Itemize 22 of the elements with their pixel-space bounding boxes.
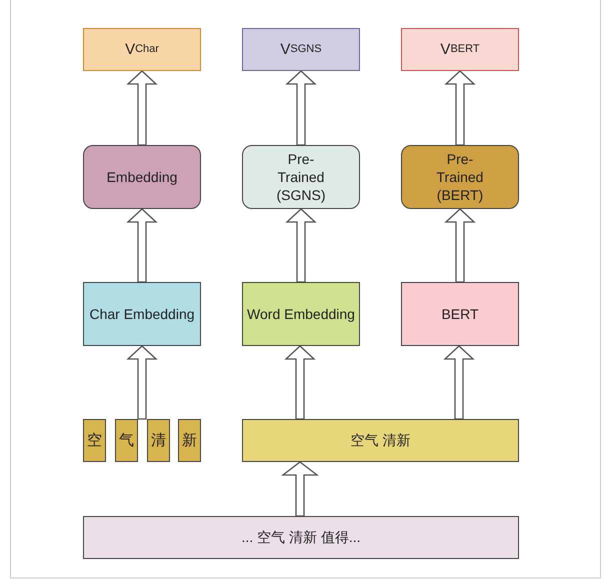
embedding-box: BERT <box>401 282 519 346</box>
block-arrow <box>126 208 158 283</box>
character-box: 新 <box>178 419 201 462</box>
block-arrow <box>285 208 317 283</box>
block-arrow <box>444 70 476 146</box>
block-arrow <box>126 70 158 146</box>
word-box: 空气 清新 <box>242 419 519 462</box>
character-box: 空 <box>83 419 106 462</box>
model-box: Pre-Trained (SGNS) <box>242 145 360 209</box>
block-arrow <box>443 345 475 420</box>
character-box: 清 <box>147 419 170 462</box>
sentence-box: ... 空气 清新 值得... <box>83 516 519 559</box>
embedding-box: Char Embedding <box>83 282 201 346</box>
block-arrow <box>126 345 158 420</box>
block-arrow <box>444 208 476 283</box>
embedding-box: Word Embedding <box>242 282 360 346</box>
character-box: 气 <box>115 419 138 462</box>
block-arrow <box>284 345 316 420</box>
model-box: Embedding <box>83 145 201 209</box>
block-arrow <box>285 70 317 146</box>
model-box: Pre-Trained (BERT) <box>401 145 519 209</box>
block-arrow <box>281 461 319 517</box>
